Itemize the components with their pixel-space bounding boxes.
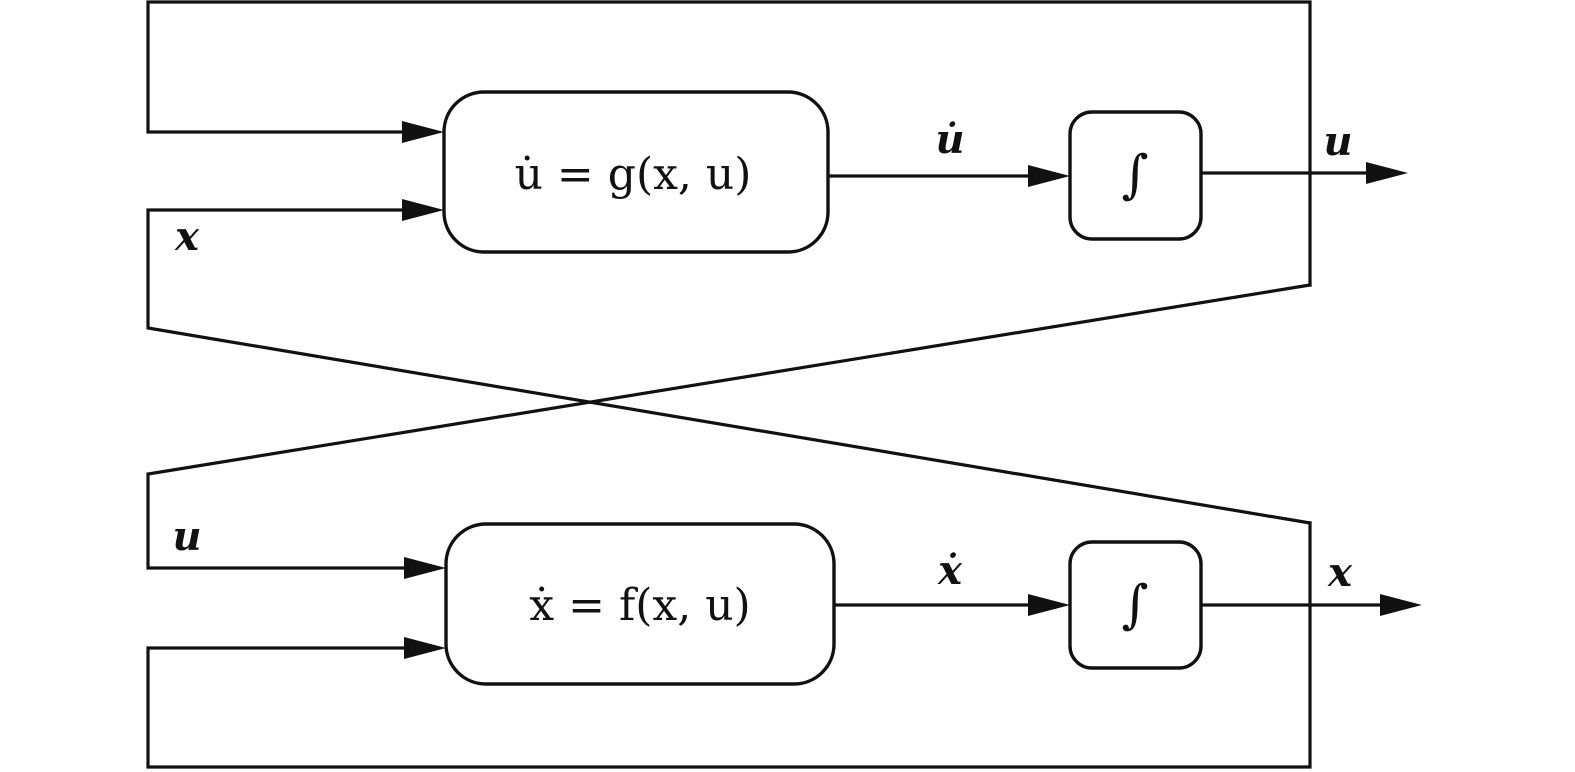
integral-icon-bottom: ∫ xyxy=(1121,575,1148,635)
x-cross-wire-top xyxy=(146,208,1312,525)
arrowhead-x-out xyxy=(1380,594,1422,616)
u-dot-label: u̇ xyxy=(935,116,964,163)
x-feedback-label: x xyxy=(174,213,200,260)
x-dynamics-equation: ẋ = f(x, u) xyxy=(529,580,750,631)
u-cross-wire-bottom xyxy=(146,283,1312,570)
x-dot-label: ẋ xyxy=(937,547,963,594)
u-feedback-wire-top xyxy=(146,0,1312,287)
u-dynamics-block xyxy=(442,90,830,254)
x-output-label: x xyxy=(1327,549,1353,596)
u-feedback-label: u xyxy=(172,513,201,560)
u-dynamics-equation: u̇ = g(x, u) xyxy=(515,149,752,200)
arrowhead-x-feedback-in xyxy=(404,637,446,659)
integrator-top-block xyxy=(1068,110,1203,241)
arrowhead-u-feedback-in xyxy=(402,121,444,143)
x-dynamics-block xyxy=(444,522,836,686)
integral-icon-top: ∫ xyxy=(1121,145,1148,205)
arrowhead-u-out xyxy=(1366,162,1408,184)
arrowhead-x-dot xyxy=(1028,594,1070,616)
arrowhead-u-in-bottom xyxy=(404,557,446,579)
u-output-label: u xyxy=(1323,118,1352,165)
arrowhead-x-in-top xyxy=(402,199,444,221)
x-feedback-wire-bottom xyxy=(146,521,1312,769)
integrator-bottom-block xyxy=(1068,540,1203,670)
arrowhead-u-dot xyxy=(1028,165,1070,187)
